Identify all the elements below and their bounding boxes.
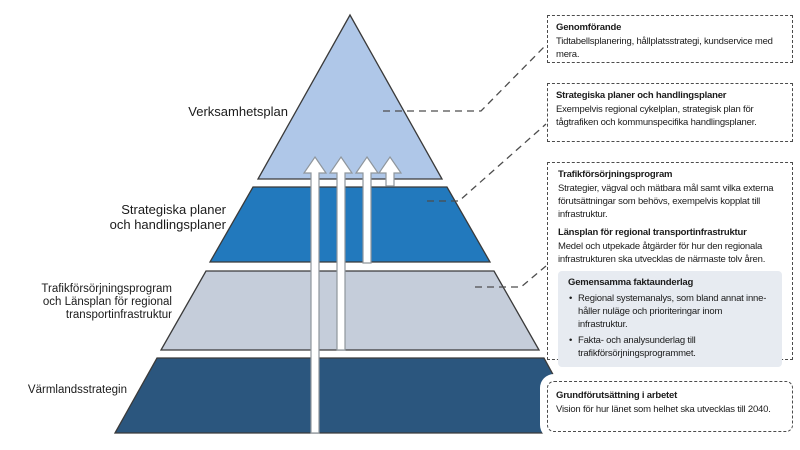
layer-label-strategiska-planer: Strategiska planer och handlingsplaner [109, 202, 226, 232]
callout-body: Strategier, vägval och mätbara mål samt … [558, 183, 774, 220]
callout-section-trafikforsorjningsprogram: Trafikförsörjningsprogram Strategier, vä… [558, 168, 782, 221]
callout-title: Grundförutsättning i arbetet [556, 390, 678, 401]
callout-title: Genomförande [556, 22, 622, 33]
layer-label-varmlandsstrategin: Värmlandsstrategin [27, 384, 127, 396]
connector-line-genomforande [383, 43, 548, 112]
pyramid-layer-strategiska-planer [208, 186, 492, 263]
callout-strategiska-planer: Strategiska planer och handlingsplaner E… [547, 83, 793, 142]
up-arrow-icon [328, 155, 354, 351]
pyramid-layer-verksamhetsplan [256, 13, 444, 180]
callout-grundforutsattning: Grundförutsättning i arbetet Vision för … [547, 381, 793, 432]
subbox-gemensamma-faktaunderlag: Gemensamma faktaunderlag Regional system… [558, 271, 782, 367]
callout-title: Strategiska planer och handlingsplaner [556, 90, 727, 101]
layer-label-trafikforsorjning: Trafikförsörjningsprogram och Länsplan f… [41, 283, 172, 321]
callout-title: Länsplan för regional transportinfrastru… [558, 227, 747, 238]
callout-body: Vision för hur länet som helhet ska utve… [556, 404, 771, 415]
callout-body: Medel och utpekade åtgärder för hur den … [558, 241, 766, 265]
layer-label-verksamhetsplan: Verksamhetsplan [188, 104, 288, 119]
callout-genomforande: Genomförande Tidtabellsplanering, hållpl… [547, 15, 793, 63]
up-arrow-icon [302, 155, 328, 434]
subbox-title: Gemensamma faktaunderlag [568, 277, 694, 288]
callout-body: Exempelvis regional cykelplan, strategis… [556, 104, 757, 128]
bullet-item: Fakta- och analysunderlag till trafikför… [568, 334, 772, 360]
up-arrow-icon [354, 155, 380, 264]
callout-section-lansplan: Länsplan för regional transportinfrastru… [558, 226, 782, 266]
callout-body: Tidtabellsplanering, hållplatsstrategi, … [556, 36, 773, 60]
connector-line-strategiska [427, 123, 547, 202]
pyramid-layer-trafikforsorjning [159, 270, 541, 351]
callout-trafikforsorjning: Trafikförsörjningsprogram Strategier, vä… [547, 162, 793, 367]
connector-line-trafik [475, 265, 547, 288]
callout-title: Trafikförsörjningsprogram [558, 169, 673, 180]
up-arrow-icon [377, 155, 403, 187]
pyramid-layer-varmlandsstrategin [113, 357, 587, 434]
bullet-item: Regional systemanalys, som bland annat i… [568, 292, 772, 331]
